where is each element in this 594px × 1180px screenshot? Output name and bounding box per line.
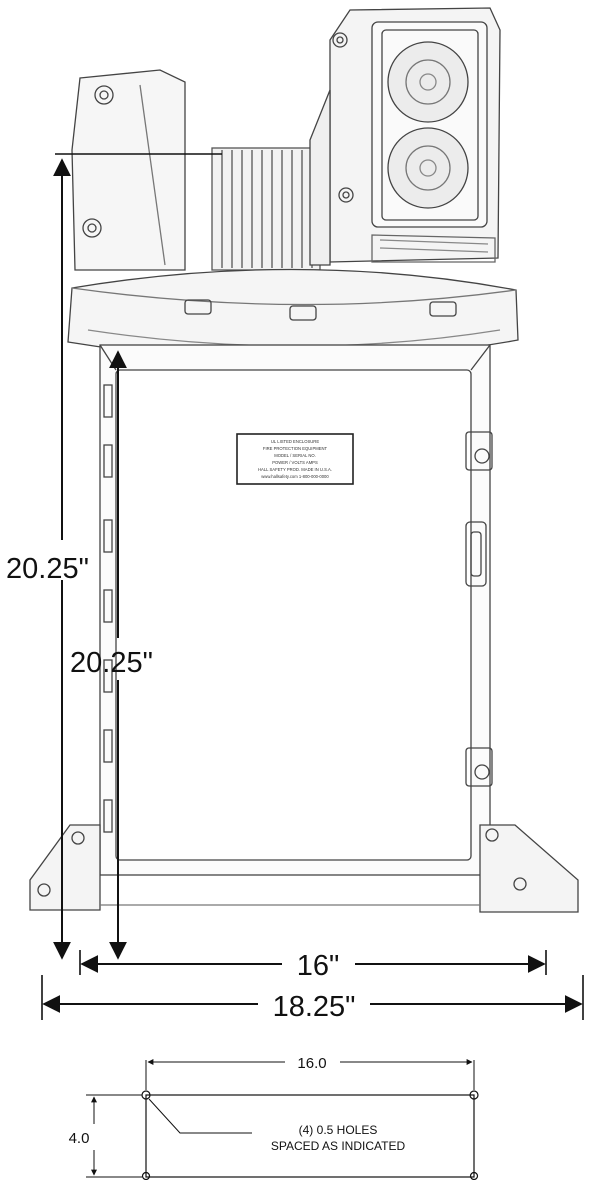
hole-note-line-2: SPACED AS INDICATED: [271, 1139, 406, 1153]
hole-pattern-width-label: 16.0: [297, 1055, 326, 1072]
nameplate-line-1: UL LISTED ENCLOSURE: [271, 439, 319, 444]
nameplate-text: UL LISTED ENCLOSURE FIRE PROTECTION EQUI…: [258, 439, 332, 479]
hole-note-line-1: (4) 0.5 HOLES: [299, 1123, 378, 1137]
strobe-light-housing: [309, 7, 501, 266]
overall-height-label: 20.25": [6, 553, 89, 585]
mounting-hole: [141, 1090, 151, 1100]
left-mount-bracket: [71, 69, 186, 271]
hole-pattern-diagram: [86, 1059, 479, 1180]
dimension-lines: [41, 153, 584, 1020]
nameplate-line-5: HALL SAFETY PROD. MADE IN U.S.A.: [258, 467, 332, 472]
nameplate-line-6: www.hallsafety.com 1-800-000-0000: [261, 474, 329, 479]
nameplate-line-2: FIRE PROTECTION EQUIPMENT: [263, 446, 328, 451]
nameplate: [236, 433, 354, 485]
equipment-illustration: [29, 7, 579, 913]
base-ring: [67, 268, 519, 362]
nameplate-line-3: MODEL / SERIAL NO.: [274, 453, 316, 458]
inner-width-label: 16": [297, 950, 340, 982]
hole-note-leader: [148, 1098, 252, 1134]
outer-width-label: 18.25": [273, 991, 356, 1023]
enclosure-box: [99, 344, 493, 876]
mounting-feet: [29, 824, 579, 913]
heat-sink: [211, 147, 321, 271]
hole-pattern-outline: [145, 1094, 475, 1178]
enclosure-height-label: 20.25": [70, 647, 153, 679]
mounting-hole: [469, 1090, 479, 1100]
nameplate-line-4: POWER / VOLTS AMPS: [272, 460, 318, 465]
hole-pattern-height-label: 4.0: [69, 1130, 90, 1147]
